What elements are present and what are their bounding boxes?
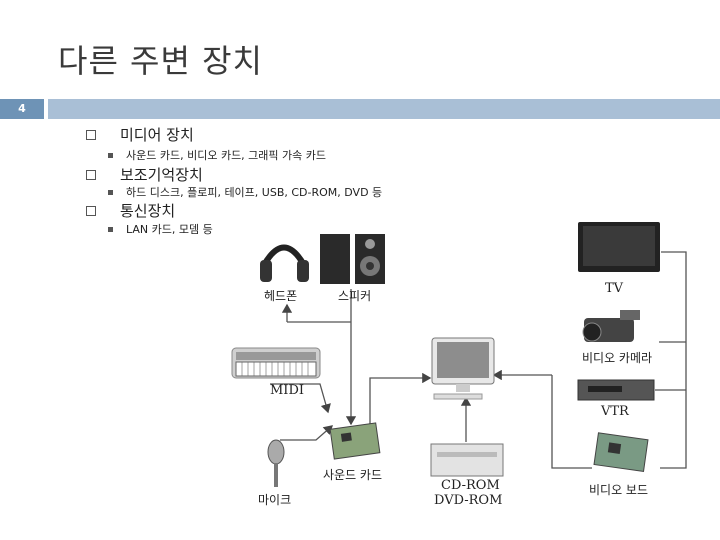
label-midi: MIDI [270, 383, 305, 398]
slide-title: 다른 주변 장치 [58, 42, 263, 80]
label-headphone: 헤드폰 [264, 289, 298, 303]
square-bullet-icon [108, 226, 113, 232]
tv-icon [578, 222, 660, 272]
header-bar [48, 99, 720, 119]
video-bus-line [551, 375, 592, 469]
tv-bus-line [660, 251, 687, 469]
sub-bullet-storage: 하드 디스크, 플로피, 테이프, USB, CD-ROM, DVD 등 [108, 184, 382, 200]
label-camcorder: 비디오 카메라 [582, 351, 653, 365]
speaker-icon [320, 234, 385, 284]
checkbox-bullet-icon [86, 129, 96, 140]
sound-card-icon [329, 422, 381, 460]
label-soundcard: 사운드 카드 [323, 468, 383, 482]
bullet-heading: 보조기억장치 [120, 166, 203, 184]
bullet-detail: 사운드 카드, 비디오 카드, 그래픽 가속 카드 [126, 149, 327, 162]
microphone-icon [267, 439, 285, 487]
bullet-detail: LAN 카드, 모뎀 등 [126, 223, 213, 236]
label-vtr: VTR [601, 404, 629, 419]
label-tv: TV [605, 281, 624, 296]
computer-icon [431, 337, 495, 400]
headphone-icon [260, 244, 309, 282]
midi-link [270, 383, 331, 414]
bullet-detail: 하드 디스크, 플로피, 테이프, USB, CD-ROM, DVD 등 [126, 186, 383, 199]
camcorder-icon [582, 310, 640, 342]
cdrom-drive-icon [430, 443, 504, 477]
sub-bullet-comm: LAN 카드, 모뎀 등 [108, 221, 213, 237]
label-mic: 마이크 [258, 493, 292, 507]
checkbox-bullet-icon [86, 169, 96, 180]
mic-link [280, 425, 333, 441]
bullet-heading: 통신장치 [120, 202, 176, 220]
midi-keyboard-icon [231, 347, 321, 379]
bullet-comm: 통신장치 [86, 200, 175, 221]
soundcard-link [369, 372, 432, 432]
bullet-storage: 보조기억장치 [86, 164, 203, 185]
page-number-bar [0, 99, 44, 119]
video-board-icon [593, 432, 649, 473]
page-number: 4 [18, 102, 26, 115]
square-bullet-icon [108, 189, 113, 195]
label-dvdrom: DVD-ROM [434, 493, 503, 508]
bullet-heading: 미디어 장치 [120, 126, 194, 144]
checkbox-bullet-icon [86, 205, 96, 216]
label-videoboard: 비디오 보드 [589, 483, 649, 497]
vtr-icon [577, 379, 655, 401]
sub-bullet-media: 사운드 카드, 비디오 카드, 그래픽 가속 카드 [108, 147, 326, 163]
square-bullet-icon [108, 152, 113, 158]
bullet-media: 미디어 장치 [86, 124, 194, 145]
label-speaker: 스피커 [338, 289, 372, 303]
label-cdrom: CD-ROM [441, 478, 500, 493]
